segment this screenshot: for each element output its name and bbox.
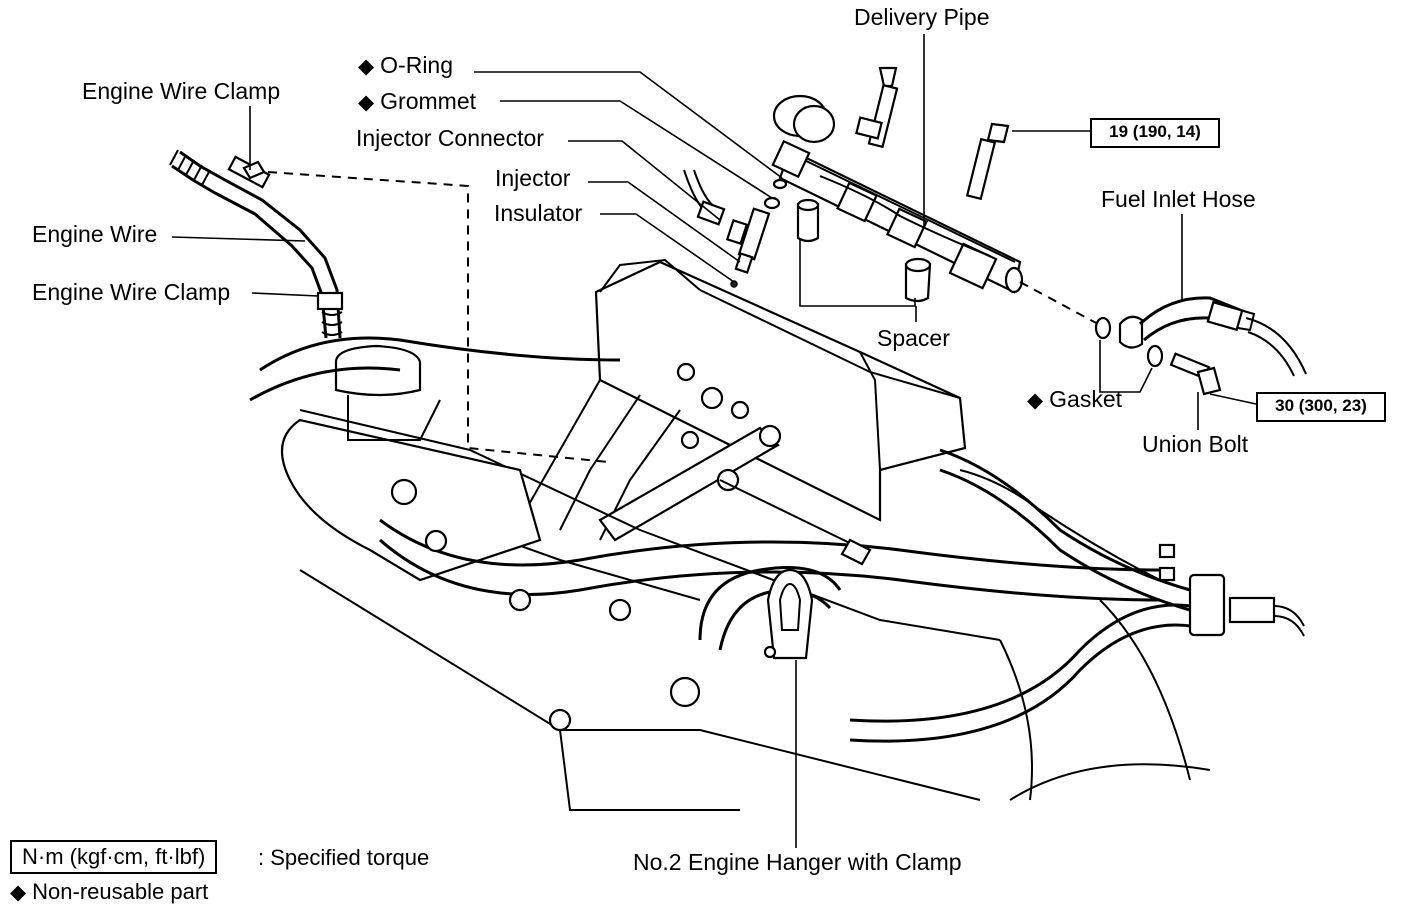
legend-torque-unit-box: N·m (kgf·cm, ft·lbf) <box>10 840 218 874</box>
label-engine-wire: Engine Wire <box>32 221 158 247</box>
label-grommet: ◆Grommet <box>358 88 476 114</box>
engine-block-drawing <box>249 258 1305 811</box>
torque-box-union-bolt: 30 (300, 23) <box>1256 392 1386 422</box>
label-engine-wire-clamp-top: Engine Wire Clamp <box>82 78 281 104</box>
leader-lines <box>171 34 1257 848</box>
non-reusable-diamond-icon: ◆ <box>358 55 375 78</box>
label-delivery-pipe: Delivery Pipe <box>854 4 990 30</box>
label-spacer: Spacer <box>877 325 950 351</box>
injector-drawing <box>683 169 788 288</box>
spacers-drawing <box>796 198 932 307</box>
non-reusable-diamond-icon: ◆ <box>10 881 27 904</box>
label-union-bolt: Union Bolt <box>1142 431 1249 457</box>
label-o-ring: ◆O-Ring <box>358 52 454 78</box>
label-engine-hanger: No.2 Engine Hanger with Clamp <box>633 849 962 875</box>
label-injector: Injector <box>495 165 571 191</box>
fuel-inlet-drawing <box>1019 281 1307 396</box>
torque-box-delivery-pipe: 19 (190, 14) <box>1090 118 1220 148</box>
label-grommet-text: Grommet <box>380 88 476 114</box>
engine-wire-drawing <box>169 149 344 339</box>
legend-nonreusable-text: Non-reusable part <box>32 879 209 904</box>
label-o-ring-text: O-Ring <box>380 52 454 78</box>
non-reusable-diamond-icon: ◆ <box>1027 389 1044 412</box>
delivery-pipe-bolts <box>855 66 1010 201</box>
legend-torque-text: : Specified torque <box>258 845 430 870</box>
label-gasket-text: Gasket <box>1049 386 1123 412</box>
delivery-pipe-drawing <box>771 94 1024 294</box>
label-engine-wire-clamp-lower: Engine Wire Clamp <box>32 279 231 305</box>
label-gasket: ◆Gasket <box>1027 386 1123 412</box>
label-insulator: Insulator <box>494 200 583 226</box>
label-fuel-inlet-hose: Fuel Inlet Hose <box>1101 186 1256 212</box>
non-reusable-diamond-icon: ◆ <box>358 91 375 114</box>
wire-route-dashed <box>267 171 609 463</box>
label-injector-connector: Injector Connector <box>356 125 544 151</box>
legend-nonreusable: ◆Non-reusable part <box>10 879 209 904</box>
